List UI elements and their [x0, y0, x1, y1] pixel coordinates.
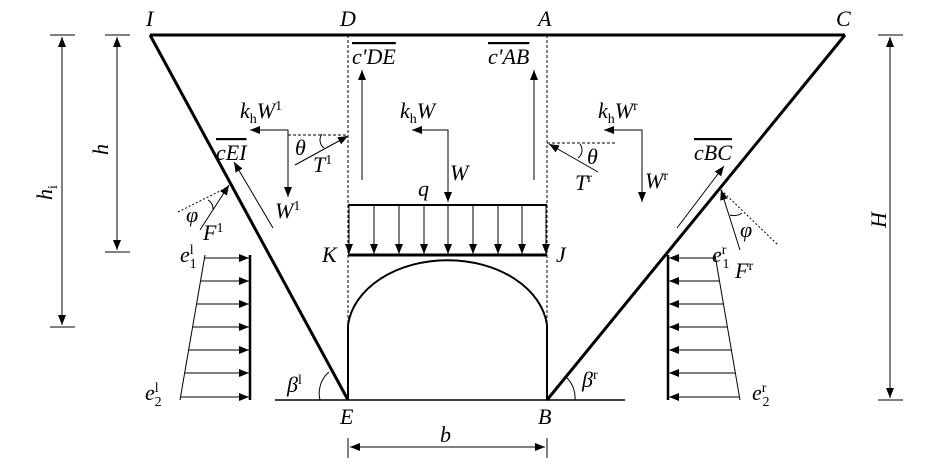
label-W1: W1: [275, 198, 300, 223]
structure: [148, 33, 847, 401]
left-slip-line: [148, 34, 350, 401]
label-F1: F1: [202, 220, 223, 245]
label-T1: T1: [313, 152, 332, 177]
label-Wr: Wr: [645, 168, 668, 193]
label-cDE: c'DE: [352, 44, 396, 69]
label-khW: khW: [400, 98, 437, 127]
beta-l-arc: [318, 371, 330, 401]
label-phi-r: φ: [740, 217, 752, 242]
label-B: B: [538, 404, 551, 429]
label-A: A: [536, 6, 552, 31]
Fr-arrow: [720, 189, 741, 251]
label-beta-l: βl: [286, 372, 302, 397]
label-I: I: [145, 6, 155, 31]
label-J: J: [556, 242, 567, 267]
label-hi: hi: [32, 185, 61, 200]
label-q: q: [418, 176, 429, 201]
label-cBC: cBC: [694, 140, 732, 165]
label-D: D: [339, 6, 356, 31]
tunnel-arch: [347, 259, 548, 400]
force-arrows: [177, 70, 779, 401]
q-load-arrows: [345, 205, 550, 254]
label-cEI: cEI: [216, 140, 248, 165]
label-khWr: khWr: [598, 98, 638, 127]
label-b: b: [440, 422, 451, 447]
label-Tr: Tr: [575, 170, 592, 195]
label-cAB: c'AB: [488, 44, 529, 69]
label-K: K: [321, 242, 338, 267]
label-W: W: [450, 160, 470, 185]
cBC-arrow: [676, 165, 725, 229]
dimensions: [50, 34, 903, 458]
earth-pressure-left: [179, 254, 252, 401]
labels: I D A C E B K J c'DE c'AB khW1 khW khWr …: [32, 6, 891, 447]
F1-arrow: [199, 184, 230, 231]
earth-pressure-right: [666, 254, 741, 401]
cEI-arrow: [233, 161, 274, 229]
T1-arrow: [294, 135, 349, 166]
label-beta-r: βr: [581, 367, 598, 392]
label-phi-l: φ: [186, 202, 198, 227]
label-E: E: [339, 404, 354, 429]
label-Fr: Fr: [734, 258, 753, 283]
beta-r-arc: [566, 377, 576, 401]
label-h: h: [88, 144, 113, 155]
label-khW1: khW1: [240, 98, 282, 127]
label-theta-r: θ: [587, 144, 598, 169]
label-H: H: [866, 211, 891, 229]
Tr-arrow: [548, 143, 599, 173]
label-theta-l: θ: [295, 135, 306, 160]
label-C: C: [836, 6, 851, 31]
right-slip-line: [545, 34, 847, 401]
